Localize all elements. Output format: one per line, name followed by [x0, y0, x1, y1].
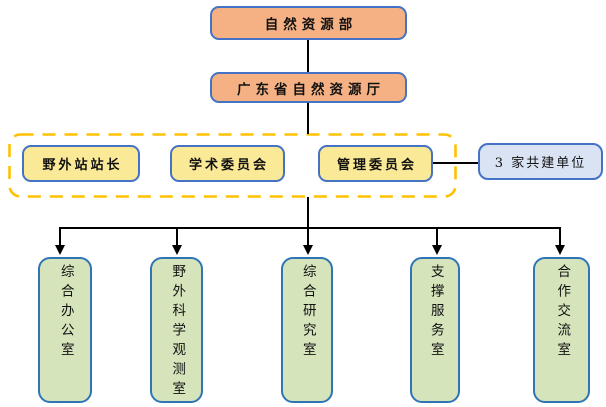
node-management-committee-label: 管理委员会	[336, 158, 417, 173]
node-ministry: 自然资源部	[210, 6, 407, 40]
node-dept-field-observation-label: 野外科学观测室	[169, 264, 186, 401]
node-station-director-label: 野外站站长	[42, 158, 123, 173]
node-station-director: 野外站站长	[22, 145, 140, 182]
dashed-group-border	[8, 133, 457, 198]
arrowhead-icon	[303, 245, 313, 255]
node-province-department-label: 广东省自然资源厅	[237, 81, 385, 98]
arrowhead-icon	[172, 245, 182, 255]
node-partner-units-label: 3 家共建单位	[494, 156, 587, 171]
arrowhead-icon	[432, 245, 442, 255]
node-academic-committee: 学术委员会	[170, 145, 285, 182]
arrowhead-icon	[55, 245, 65, 255]
node-academic-committee-label: 学术委员会	[188, 158, 269, 173]
node-dept-general-office-label: 综合办公室	[57, 264, 74, 362]
node-dept-support-service-label: 支撑服务室	[427, 264, 444, 362]
node-province-department: 广东省自然资源厅	[210, 72, 407, 103]
node-dept-cooperation-exchange: 合作交流室	[533, 257, 590, 403]
node-dept-research-label: 综合研究室	[299, 264, 316, 362]
node-dept-cooperation-exchange-label: 合作交流室	[554, 264, 571, 362]
node-dept-general-office: 综合办公室	[38, 257, 92, 403]
node-dept-support-service: 支撑服务室	[410, 257, 460, 403]
node-partner-units: 3 家共建单位	[478, 143, 603, 180]
node-ministry-label: 自然资源部	[264, 17, 358, 33]
node-dept-research: 综合研究室	[281, 257, 333, 403]
node-dept-field-observation: 野外科学观测室	[150, 257, 203, 403]
node-management-committee: 管理委员会	[318, 145, 433, 182]
arrowhead-icon	[555, 245, 565, 255]
